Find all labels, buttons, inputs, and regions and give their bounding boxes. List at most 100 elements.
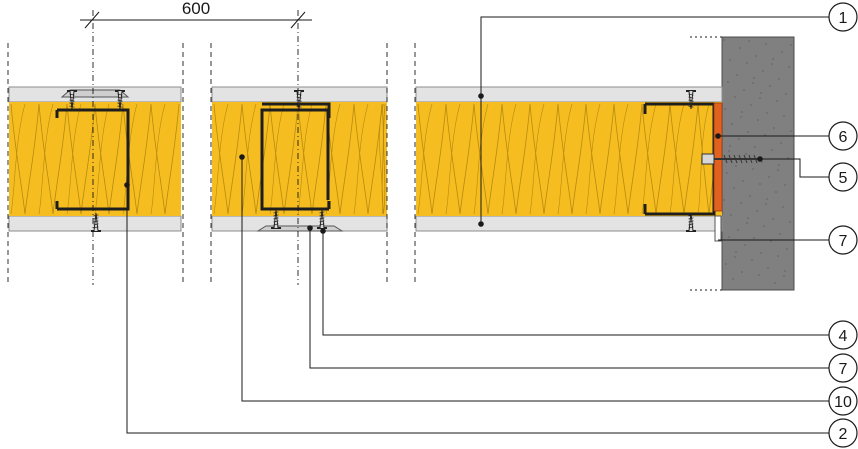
anchor-thread [748, 154, 753, 164]
screw-thread [273, 214, 279, 217]
concrete-grain [739, 47, 741, 49]
screw-thread [69, 96, 75, 99]
concrete-grain [760, 252, 762, 254]
concrete-grain [773, 127, 775, 129]
concrete-grain [727, 81, 729, 83]
callout-circle [828, 2, 858, 32]
screw-thread [69, 99, 75, 102]
screw-thread [319, 220, 325, 223]
concrete-grain [746, 222, 748, 224]
insulation-fiber [641, 103, 657, 215]
concrete-grain [754, 146, 756, 148]
concrete-grain [790, 44, 792, 46]
concrete-grain [745, 153, 747, 155]
concrete-grain [775, 191, 777, 193]
edge-joint [714, 215, 722, 242]
callout-7-top: 7 [828, 225, 858, 255]
screw-thread [117, 93, 123, 96]
anchor-thread [743, 154, 748, 164]
insulation-fiber [269, 103, 285, 215]
screw-thread [93, 214, 99, 217]
anchor-thread [733, 154, 738, 164]
concrete-grain [729, 59, 731, 61]
concrete-grain [777, 255, 779, 257]
callout-2: 2 [828, 418, 858, 448]
screw-thread [296, 93, 302, 96]
concrete-grain [753, 237, 755, 239]
insulation-fiber [529, 103, 545, 215]
insulation-fiber [585, 103, 615, 215]
concrete-grain [735, 251, 737, 253]
screw-thread [688, 220, 694, 223]
screw-thread [319, 211, 325, 214]
screw-thread [93, 226, 99, 229]
concrete-grain [742, 180, 744, 182]
leader-line [760, 158, 829, 178]
leader-line [241, 157, 829, 402]
callout-circle [828, 418, 858, 448]
leader-dot [320, 228, 326, 234]
concrete-grain [778, 78, 780, 80]
concrete-grain [772, 58, 774, 60]
concrete-grain [766, 198, 768, 200]
insulation-fiber [613, 103, 643, 215]
insulation-fiber [241, 103, 271, 215]
screw-thread [273, 223, 279, 226]
concrete-grain [733, 187, 735, 189]
callout-label: 7 [839, 361, 848, 378]
insulation-fiber [353, 103, 383, 215]
leader-dot [757, 156, 763, 162]
concrete-grain [781, 51, 783, 53]
insulation-fiber [66, 103, 96, 215]
insulation-fiber [38, 103, 54, 215]
screw-thread [688, 226, 694, 229]
anchor-thread [753, 154, 758, 164]
anchor-thread [738, 154, 743, 164]
concrete-grain [784, 270, 786, 272]
concrete-grain [780, 142, 782, 144]
callout-circle [828, 386, 858, 416]
insulation-fiber [417, 103, 447, 215]
insulation-fiber [150, 103, 180, 215]
insulation-fiber [150, 103, 166, 215]
concrete-block [721, 36, 795, 291]
concrete-grain [748, 40, 750, 42]
screw-thread [688, 99, 694, 102]
callout-4: 4 [828, 320, 858, 350]
concrete-grain [723, 199, 725, 201]
concrete-grain [784, 184, 786, 186]
concrete-grain [756, 210, 758, 212]
insulation-fiber [353, 103, 369, 215]
concrete-grain [763, 225, 765, 227]
concrete-grain [734, 256, 736, 258]
concrete-grain [786, 248, 788, 250]
leader-line [309, 228, 829, 369]
concrete-grain [769, 85, 771, 87]
concrete-grain [729, 145, 731, 147]
screw-thread [688, 214, 694, 217]
insulation-fiber [297, 103, 327, 215]
callout-label: 4 [839, 328, 848, 345]
concrete-grain [790, 130, 792, 132]
insulation-fiber [445, 103, 475, 215]
screw-thread [319, 223, 325, 226]
concrete-grain [725, 263, 727, 265]
callout-circle [828, 162, 858, 192]
screw-thread [93, 217, 99, 220]
insulation-fiber [94, 103, 110, 215]
concrete-grain [772, 218, 774, 220]
concrete-grain [771, 149, 773, 151]
screw-thread [93, 223, 99, 226]
concrete-grain [774, 282, 776, 284]
callout-5: 5 [828, 162, 858, 192]
concrete-wall [690, 36, 795, 291]
concrete-grain [783, 115, 785, 117]
insulation-fiber [66, 103, 82, 215]
insulation-fill [9, 102, 181, 216]
callout-label: 5 [839, 170, 848, 187]
concrete-grain [785, 93, 787, 95]
dimension-tick-right [290, 11, 306, 29]
screw-thread [688, 96, 694, 99]
concrete-grain [757, 119, 759, 121]
concrete-grain [728, 150, 730, 152]
